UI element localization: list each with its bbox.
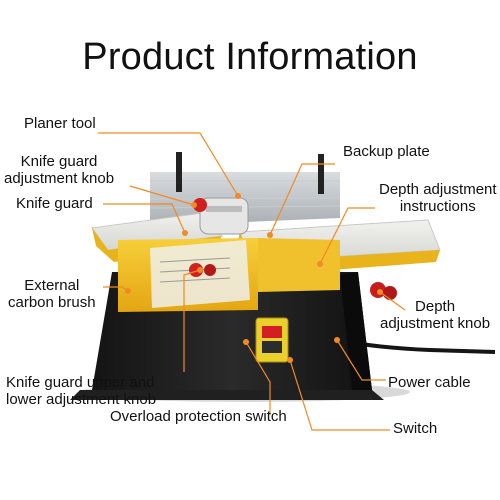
label-line: adjustment knob xyxy=(4,170,115,187)
cutter-head xyxy=(199,197,249,235)
label-knife-guard-upper-lower-knob: Knife guard upper and lower adjustment k… xyxy=(6,374,156,408)
label-overload-protection-switch: Overload protection switch xyxy=(110,408,287,425)
label-line: Knife guard xyxy=(20,153,98,170)
label-power-cable: Power cable xyxy=(388,374,471,391)
label-line: lower adjustment knob xyxy=(6,391,157,408)
label-external-carbon-brush: External carbon brush xyxy=(8,277,96,311)
label-knife-guard: Knife guard xyxy=(16,195,93,212)
label-backup-plate: Backup plate xyxy=(343,143,430,160)
label-knife-guard-adjustment-knob: Knife guard adjustment knob xyxy=(4,153,114,187)
label-line: adjustment knob xyxy=(380,315,491,332)
label-switch: Switch xyxy=(393,420,438,437)
callout-dots xyxy=(125,193,383,363)
label-line: External xyxy=(24,277,80,294)
label-line: instructions xyxy=(399,198,476,215)
label-depth-adjustment-instructions: Depth adjustment instructions xyxy=(379,181,497,215)
label-line: carbon brush xyxy=(8,294,96,311)
label-depth-adjustment-knob: Depth adjustment knob xyxy=(380,298,490,332)
switch-box xyxy=(243,317,289,363)
label-line: Depth adjustment xyxy=(379,181,497,198)
callout-lines xyxy=(98,132,406,431)
label-line: Depth xyxy=(415,298,456,315)
label-planer-tool: Planer tool xyxy=(24,115,96,132)
yellow-body xyxy=(92,228,440,312)
label-line: Knife guard upper and xyxy=(6,374,155,391)
page-title: Product Information xyxy=(82,36,418,78)
